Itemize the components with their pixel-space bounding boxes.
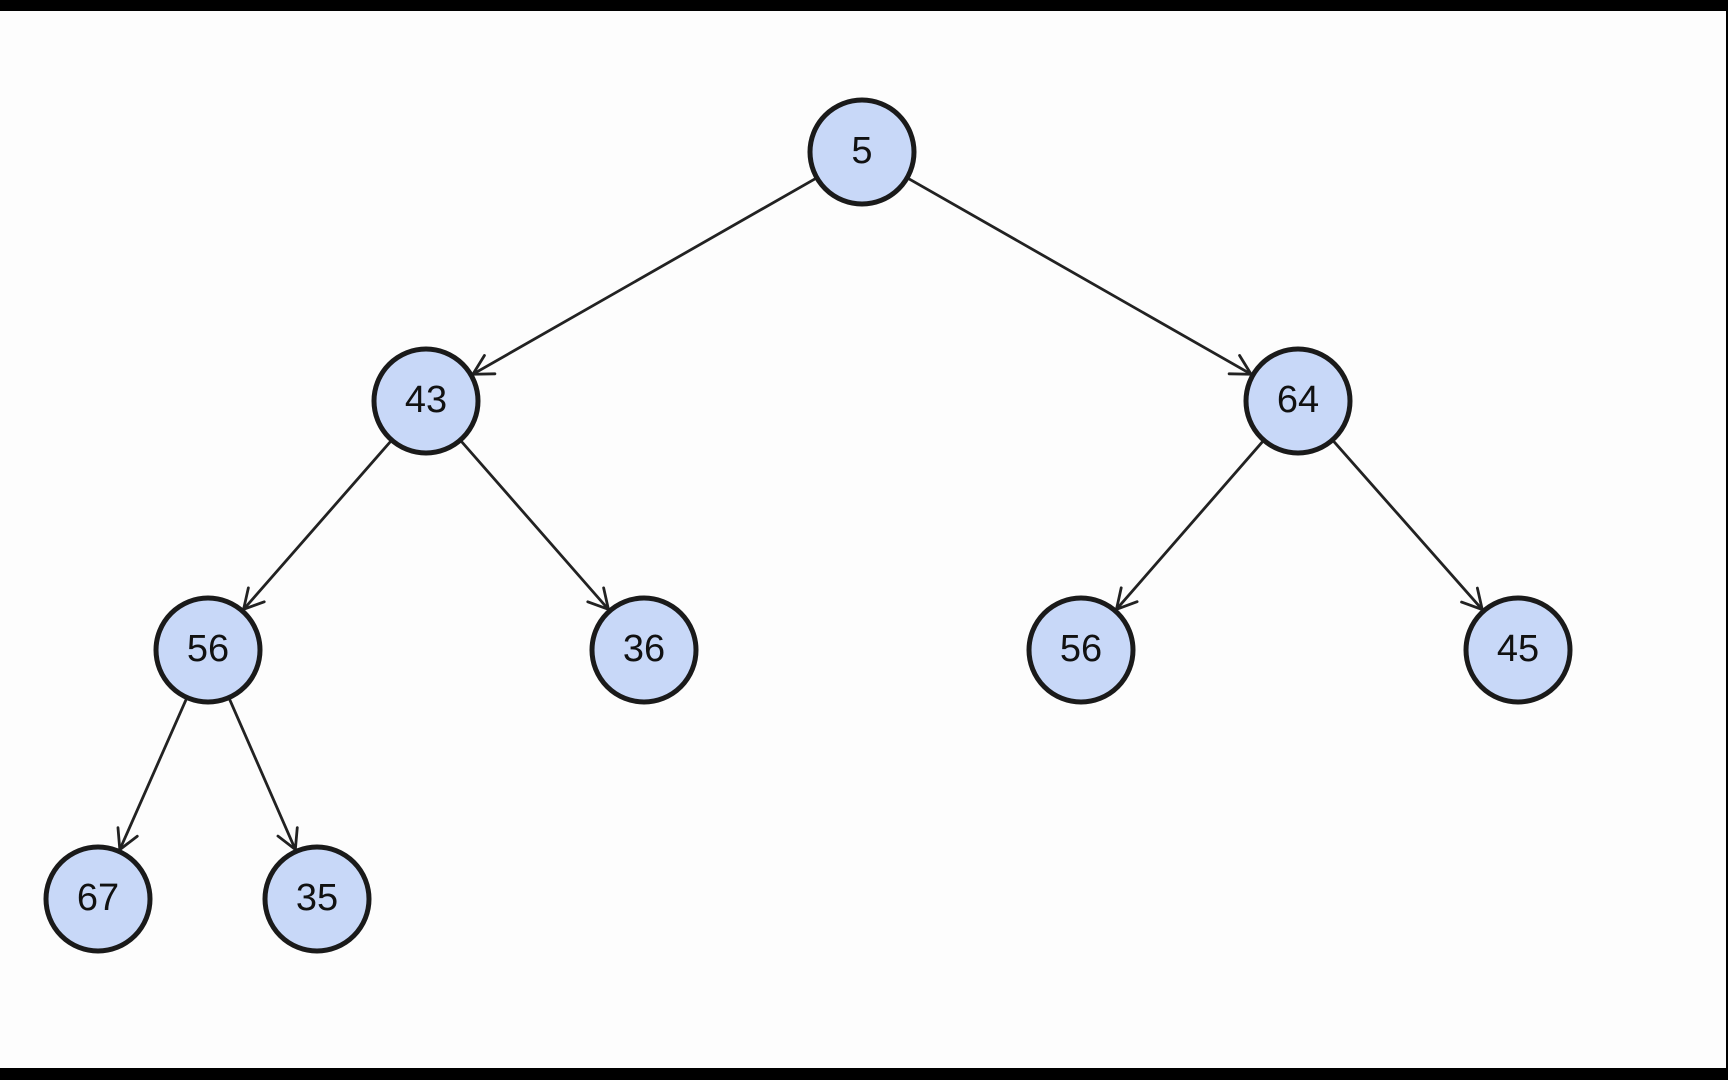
node-circle [589,595,699,705]
tree-node: 36 [589,595,699,705]
node-label: 35 [296,877,338,919]
edges [116,176,1484,852]
node-circle [43,844,153,954]
node-label: 64 [1277,379,1319,421]
tree-node: 5 [807,97,917,207]
edge-n0-n2 [906,176,1253,376]
edge-line [1115,439,1265,611]
edge-n3-n8 [227,697,299,851]
node-label: 43 [405,379,447,421]
node-label: 67 [77,877,119,919]
tree-node: 56 [1026,595,1136,705]
node-circle [262,844,372,954]
node-label: 5 [851,130,872,172]
node-circle [1463,595,1573,705]
node-circle [1243,346,1353,456]
tree-node: 35 [262,844,372,954]
tree-node: 64 [1243,346,1353,456]
nodes: 5 43 64 56 36 56 45 67 35 [43,97,1573,954]
edge-line [242,439,393,611]
tree-node: 67 [43,844,153,954]
edge-line [118,697,188,852]
edge-n2-n6 [1331,439,1484,611]
node-circle [807,97,917,207]
tree-node: 45 [1463,595,1573,705]
node-circle [153,595,263,705]
node-label: 56 [1060,628,1102,670]
edge-n1-n4 [459,439,610,611]
edge-line [906,176,1253,376]
node-circle [1026,595,1136,705]
edge-line [1331,439,1484,611]
node-label: 56 [187,628,229,670]
edge-line [471,176,818,376]
node-circle [371,346,481,456]
edge-n0-n1 [471,176,818,376]
node-label: 36 [623,628,665,670]
tree-node: 43 [371,346,481,456]
edge-n1-n3 [242,439,393,611]
edge-line [227,697,297,851]
edge-line [459,439,610,611]
tree-node: 56 [153,595,263,705]
edge-n3-n7 [116,697,188,852]
node-label: 45 [1497,628,1539,670]
edge-n2-n5 [1115,439,1265,611]
